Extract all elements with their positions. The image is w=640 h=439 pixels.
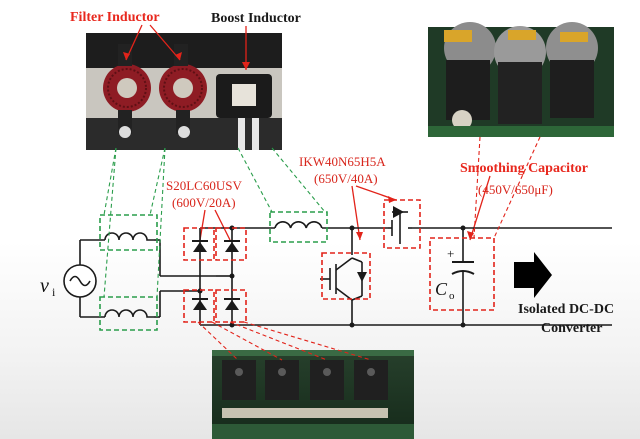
green-leader-lines [103,147,326,298]
red-highlight-boxes [183,199,495,323]
bridge-diode-icons [192,240,240,310]
diode-part-label: S20LC60USV [166,178,242,193]
cap-symbol: C [435,279,448,299]
filter-inductor-coil-icon [104,232,154,318]
cap-plus-sign: + [447,246,454,261]
diode-rating-label: (600V/20A) [172,195,236,210]
inductor-photo [86,33,282,150]
green-highlight-boxes [99,211,328,331]
diode-pcb-photo [212,350,414,439]
boost-diode-arrow-icon [393,206,404,218]
ac-source-icon [63,264,97,298]
boost-inductor-coil-icon [274,220,323,229]
igbt-icon [320,257,363,301]
boost-diode-icon [388,211,412,244]
capacitor-photo [428,22,614,137]
junction-dots [197,225,466,328]
converter-label-line2: Converter [541,321,602,336]
cap-subscript: o [449,290,455,302]
leader-arrows [125,24,491,241]
igbt-diode-icon [357,272,367,282]
capacitor-rating-label: (450V/650μF) [478,182,553,197]
igbt-rating-label: (650V/40A) [314,171,378,186]
igbt-part-label: IKW40N65H5A [299,154,386,169]
capacitor-icon [451,261,475,275]
output-arrow-icon [514,252,552,298]
converter-label-line1: Isolated DC-DC [518,302,614,317]
filter-inductor-label: Filter Inductor [70,10,160,25]
red-leader-lines [197,136,541,361]
capacitor-name-label: Smoothing Capacitor [460,161,588,176]
boost-inductor-label: Boost Inductor [211,11,301,26]
source-subscript: i [52,285,56,299]
source-symbol: v [40,275,49,297]
